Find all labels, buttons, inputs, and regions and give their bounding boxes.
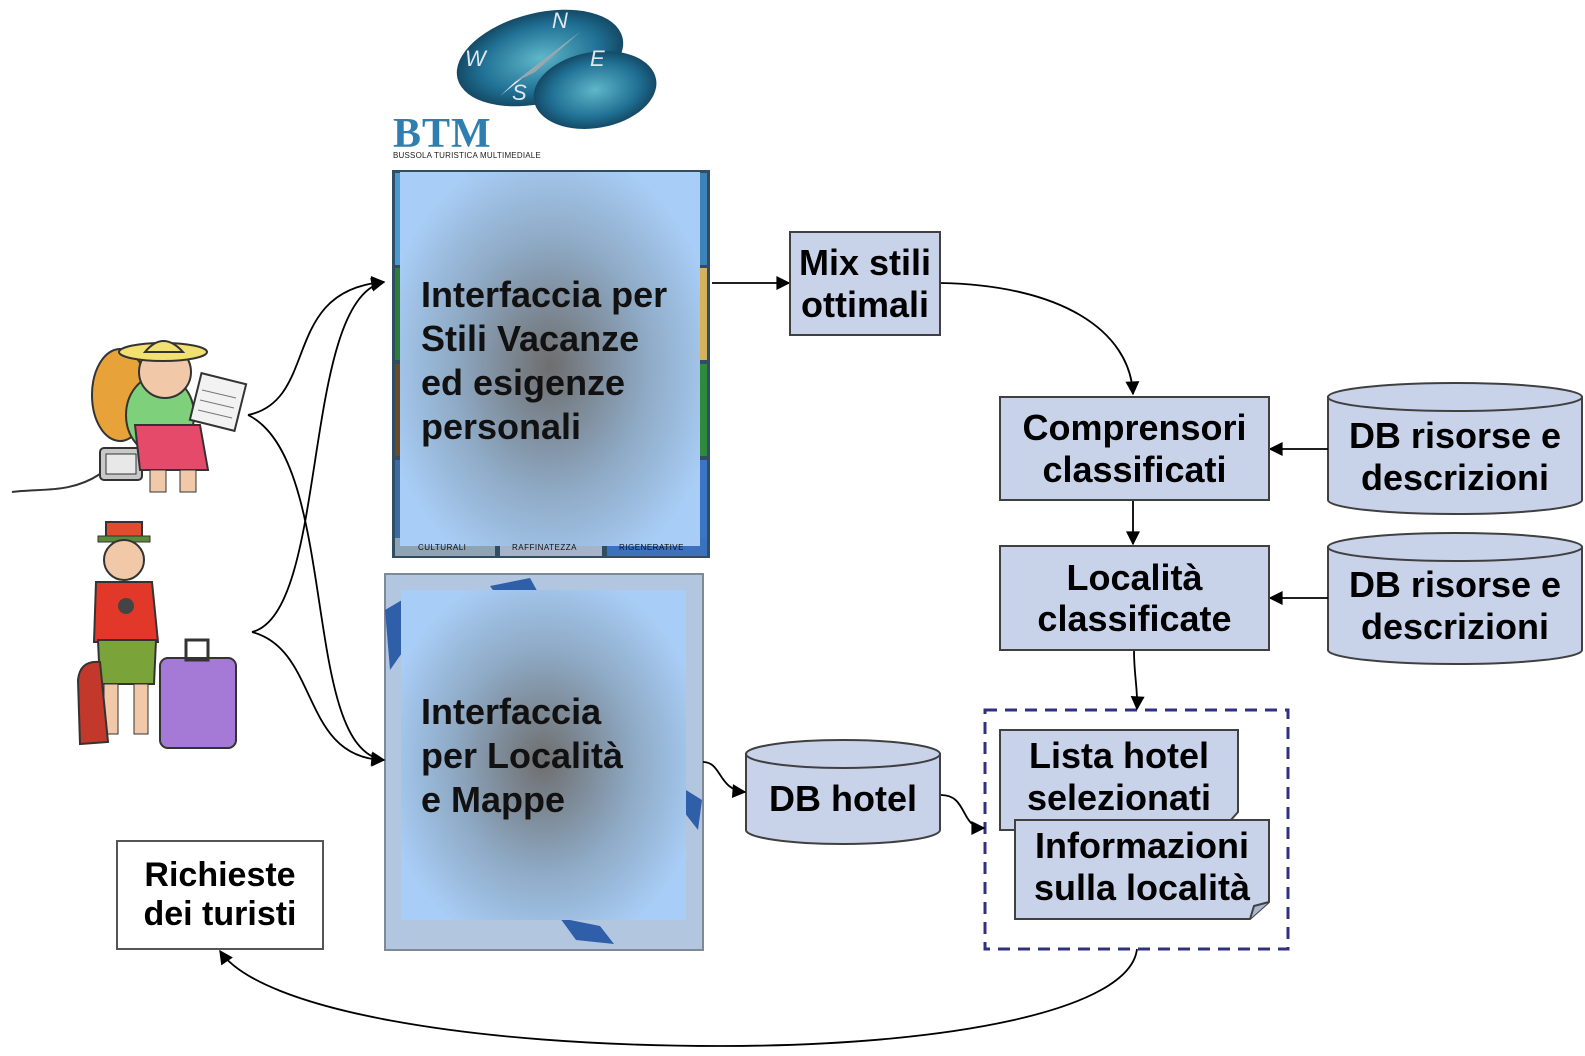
- map-interface-line-1: Interfaccia: [421, 691, 602, 732]
- map-interface-line-2: per Località: [421, 735, 624, 776]
- compass-n: N: [552, 8, 568, 33]
- db-hotel-cylinder: [745, 739, 941, 845]
- comprensori-line-1: Comprensori: [1022, 407, 1247, 449]
- edge-mix-to-comprensori: [939, 282, 1140, 396]
- compass-w: W: [465, 46, 488, 71]
- map-interface-label: Interfaccia per Località e Mappe: [421, 690, 623, 822]
- compass-logo-icon: [456, 9, 657, 129]
- mix-stili-line-1: Mix stili: [798, 242, 932, 284]
- edge-tourist2-to-map: [251, 631, 386, 767]
- richieste-line-2: dei turisti: [143, 895, 297, 933]
- informazioni-label: Informazioni sulla località: [1015, 822, 1269, 912]
- edge-dbhotel-to-group: [940, 794, 986, 835]
- styles-interface-line-2: Stili Vacanze: [421, 318, 640, 359]
- db-risorse-2-line-2: descrizioni: [1360, 606, 1550, 647]
- compass-s: S: [512, 80, 527, 105]
- btm-tagline: BUSSOLA TURISTICA MULTIMEDIALE: [393, 151, 541, 160]
- informazioni-fold: [1249, 901, 1270, 920]
- tile-label-rigenerative: RIGENERATIVE: [619, 543, 684, 552]
- db-risorse-2-label: DB risorse e descrizioni: [1328, 561, 1582, 651]
- lista-hotel-label: Lista hotel selezionati: [1000, 732, 1238, 822]
- db-risorse-2-cylinder: [1327, 532, 1583, 665]
- richieste-line-1: Richieste: [144, 855, 296, 894]
- db-risorse-2-line-1: DB risorse e: [1348, 563, 1562, 605]
- tourist-with-map-icon: [11, 340, 248, 493]
- edge-tourist1-to-styles: [247, 276, 386, 416]
- lista-hotel-line-1: Lista hotel: [1028, 734, 1210, 776]
- styles-interface-line-4: personali: [421, 406, 582, 447]
- mix-stili-line-2: ottimali: [800, 283, 929, 325]
- mix-stili-box: Mix stili ottimali: [789, 231, 941, 336]
- db-hotel-label: DB hotel: [769, 777, 917, 819]
- edge-tourist1-to-map: [247, 414, 386, 766]
- styles-interface-line-3: ed esigenze: [421, 362, 626, 403]
- comprensori-line-2: classificati: [1042, 448, 1227, 490]
- tile-label-raffinatezza: RAFFINATEZZA: [512, 543, 577, 552]
- styles-interface-line-1: Interfaccia per: [421, 274, 668, 315]
- compass-e: E: [590, 46, 605, 71]
- edge-group-to-richieste: [219, 948, 1138, 1047]
- edge-tourist2-to-styles: [251, 277, 386, 633]
- richieste-turisti-box: Richieste dei turisti: [116, 840, 324, 950]
- styles-interface-panel[interactable]: [400, 172, 700, 546]
- db-risorse-1-line-2: descrizioni: [1360, 457, 1550, 498]
- map-interface-panel[interactable]: [401, 590, 686, 920]
- comprensori-box: Comprensori classificati: [999, 396, 1270, 501]
- btm-logo: BTM: [393, 111, 492, 157]
- tile-label-culturali: CULTURALI: [418, 543, 467, 552]
- lista-hotel-line-2: selezionati: [1026, 777, 1212, 818]
- db-risorse-1-line-1: DB risorse e: [1348, 414, 1562, 456]
- edge-localita-to-group: [1130, 650, 1145, 711]
- localita-line-1: Località: [1066, 556, 1203, 598]
- informazioni-line-1: Informazioni: [1035, 824, 1249, 866]
- db-risorse-1-label: DB risorse e descrizioni: [1328, 412, 1582, 502]
- tourist-with-suitcase-icon: [76, 521, 237, 749]
- localita-box: Località classificate: [999, 545, 1270, 651]
- edge-map-to-dbhotel: [702, 761, 747, 799]
- styles-interface-label: Interfaccia per Stili Vacanze ed esigenz…: [421, 273, 667, 449]
- db-risorse-1-cylinder: [1327, 382, 1583, 515]
- map-interface-line-3: e Mappe: [421, 779, 566, 820]
- informazioni-line-2: sulla località: [1033, 867, 1251, 908]
- localita-line-2: classificate: [1037, 598, 1232, 639]
